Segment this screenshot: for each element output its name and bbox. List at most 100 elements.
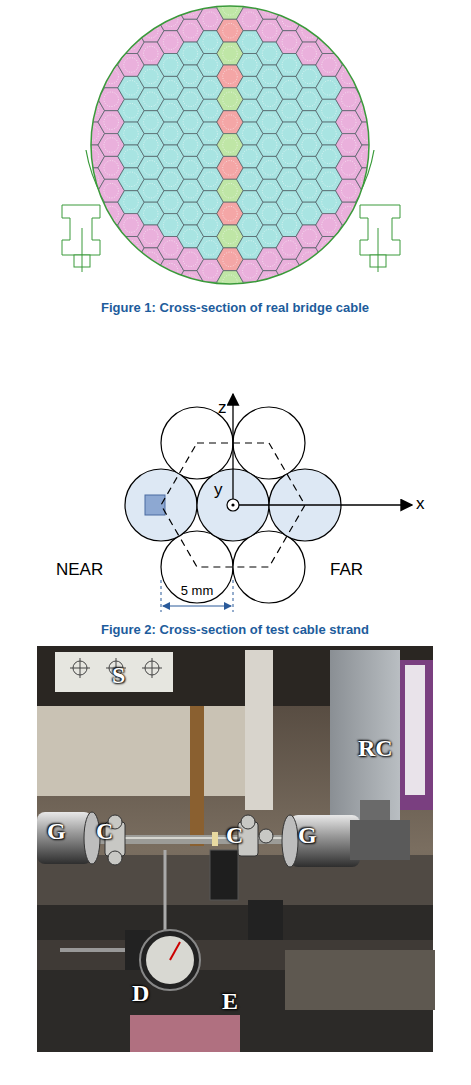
wire-texture [203, 103, 218, 118]
figure-caption: Figure 2: Cross-section of test cable st… [101, 622, 369, 637]
wire-texture [223, 115, 238, 130]
wire-texture [223, 92, 238, 107]
wire-texture [163, 195, 178, 210]
wire-texture [203, 35, 218, 50]
wire-texture [203, 149, 218, 164]
wire-texture [203, 12, 218, 27]
wire-texture [262, 23, 277, 38]
wire-texture [183, 161, 198, 176]
strand-section [0, 0, 471, 640]
side-label: FAR [330, 560, 363, 580]
strand-hexagon [355, 99, 381, 122]
wire-texture [163, 58, 178, 73]
wire-texture [322, 218, 337, 233]
wire-texture [262, 229, 277, 244]
wire-texture [322, 58, 337, 73]
wire-texture [124, 103, 139, 118]
wire-texture [243, 126, 258, 141]
wire-texture [262, 252, 277, 267]
wire-texture [163, 35, 178, 50]
wire-texture [144, 229, 159, 244]
wire-texture [243, 241, 258, 256]
wire-texture [223, 206, 238, 221]
wire-texture [322, 149, 337, 164]
wire-texture [322, 195, 337, 210]
wire-texture [183, 206, 198, 221]
wire-texture [183, 92, 198, 107]
wire-texture [262, 161, 277, 176]
wire-texture [183, 46, 198, 61]
wire-texture [243, 103, 258, 118]
wire-texture [262, 206, 277, 221]
wire-texture [163, 149, 178, 164]
part-letter: G [298, 822, 317, 849]
wire-texture [243, 218, 258, 233]
wire-texture [223, 69, 238, 84]
wire-texture [282, 126, 297, 141]
wire-texture [322, 126, 337, 141]
wire-texture [163, 103, 178, 118]
wire-texture [183, 23, 198, 38]
part-letter: C [96, 818, 113, 845]
wire-texture [223, 229, 238, 244]
wire-texture [262, 138, 277, 153]
wire-texture [144, 138, 159, 153]
wire-texture [342, 92, 357, 107]
part-letter: RC [358, 735, 393, 762]
wire-texture [302, 229, 317, 244]
wire-texture [203, 263, 218, 278]
wire-texture [144, 92, 159, 107]
wire-texture [203, 58, 218, 73]
wire-texture [282, 195, 297, 210]
wire-texture [342, 161, 357, 176]
wire-texture [302, 138, 317, 153]
wire-texture [104, 161, 119, 176]
wire-texture [322, 172, 337, 187]
wire-texture [302, 161, 317, 176]
wire-texture [342, 183, 357, 198]
wire-texture [163, 81, 178, 96]
wire-texture [243, 58, 258, 73]
wire-texture [262, 92, 277, 107]
wire-texture [144, 115, 159, 130]
wire-texture [282, 149, 297, 164]
part-letter: S [112, 662, 125, 689]
wire-texture [262, 46, 277, 61]
wire-texture [104, 115, 119, 130]
wire-texture [302, 69, 317, 84]
wire-texture [223, 252, 238, 267]
part-letter: G [47, 818, 66, 845]
wire-texture [223, 161, 238, 176]
figure-caption: Figure 1: Cross-section of real bridge c… [101, 300, 369, 315]
wire-texture [124, 195, 139, 210]
wire-texture [203, 126, 218, 141]
wire-texture [282, 241, 297, 256]
wire-texture [243, 195, 258, 210]
wire-texture [223, 46, 238, 61]
wire-texture [144, 161, 159, 176]
wire-texture [223, 183, 238, 198]
wire-texture [243, 172, 258, 187]
wire-texture [302, 46, 317, 61]
wire-texture [104, 92, 119, 107]
wire-texture [302, 115, 317, 130]
wire-texture [183, 138, 198, 153]
wire-texture [144, 46, 159, 61]
wire-texture [223, 23, 238, 38]
part-letter: C [226, 822, 243, 849]
wire-texture [243, 12, 258, 27]
strand-hexagon [316, 237, 342, 260]
wire-texture [203, 241, 218, 256]
wire-texture [124, 58, 139, 73]
wire-texture [163, 218, 178, 233]
wire-texture [163, 241, 178, 256]
wire-texture [262, 69, 277, 84]
wire-texture [163, 126, 178, 141]
wire-texture [322, 81, 337, 96]
wire-texture [144, 183, 159, 198]
strand-hexagon [336, 65, 362, 88]
wire-texture [183, 252, 198, 267]
wire-texture [282, 58, 297, 73]
